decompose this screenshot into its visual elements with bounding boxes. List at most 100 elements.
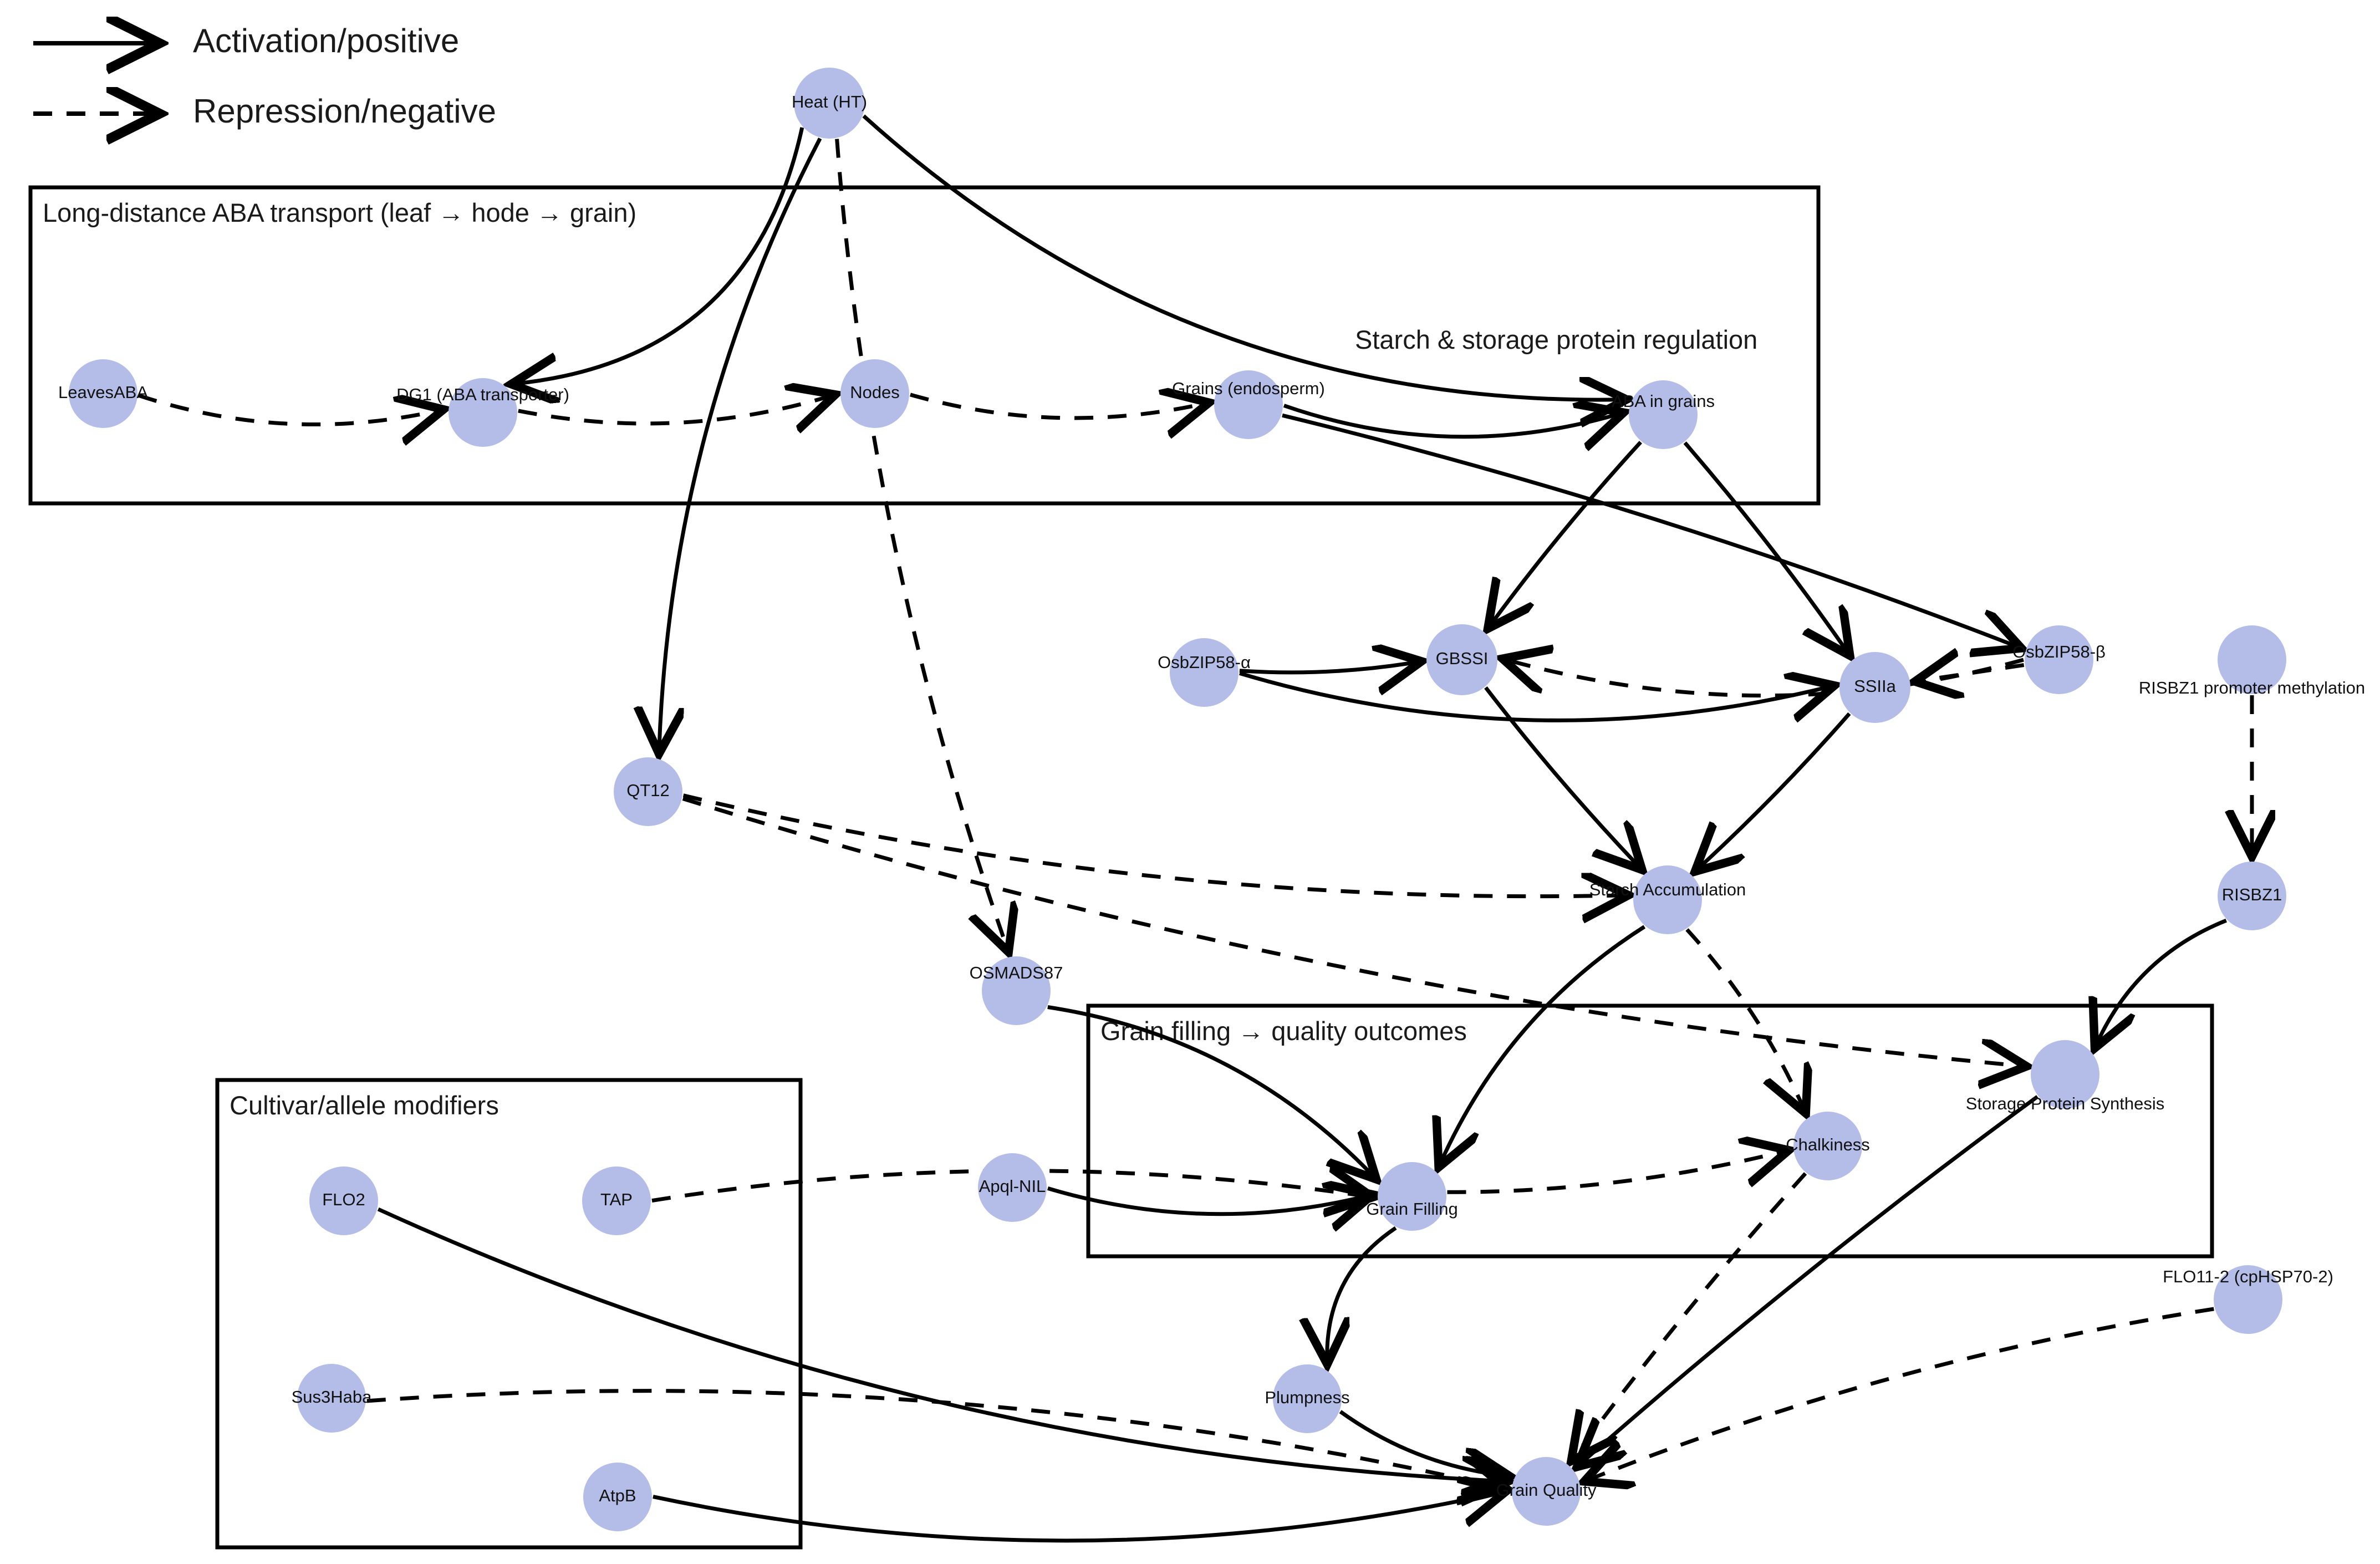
- node-sps[interactable]: Storage Protein Synthesis: [1966, 1040, 2164, 1113]
- node-shape[interactable]: [2218, 625, 2286, 694]
- node-shape[interactable]: [794, 68, 865, 139]
- node-gfill[interactable]: Grain Filling: [1366, 1162, 1458, 1231]
- group-box-label: Long-distance ABA transport (leaf → hode…: [43, 198, 636, 227]
- edge-flo112-to-gquality: [1588, 1307, 2214, 1480]
- node-shape[interactable]: [2025, 625, 2093, 694]
- edge-qt12-to-starch: [682, 793, 1625, 896]
- node-flo112[interactable]: FLO11-2 (cpHSP70-2): [2163, 1265, 2333, 1334]
- node-shape[interactable]: [1273, 1364, 1342, 1433]
- node-label: OSMADS87: [970, 963, 1063, 982]
- node-leaves[interactable]: LeavesABA: [58, 359, 148, 428]
- node-shape[interactable]: [583, 1463, 652, 1531]
- node-label: DG1 (ABA transporter): [396, 385, 569, 404]
- node-gbssi[interactable]: GBSSI: [1426, 624, 1497, 695]
- node-plump[interactable]: Plumpness: [1265, 1364, 1350, 1433]
- node-shape[interactable]: [1170, 638, 1239, 707]
- node-shape[interactable]: [297, 1364, 366, 1433]
- node-label: FLO11-2 (cpHSP70-2): [2163, 1267, 2333, 1286]
- node-label: Chalkiness: [1786, 1135, 1870, 1154]
- edge-sus3-to-gquality: [366, 1389, 1503, 1488]
- node-label: SSIIa: [1854, 676, 1897, 696]
- node-bzipA[interactable]: OsbZIP58-α: [1158, 638, 1251, 707]
- node-osmads87[interactable]: OSMADS87: [970, 956, 1063, 1025]
- node-label: Apql-NIL: [979, 1176, 1046, 1196]
- edge-bzipB-to-ssiia: [1919, 665, 2025, 681]
- node-shape[interactable]: [309, 1166, 378, 1235]
- node-shape[interactable]: [449, 378, 517, 447]
- node-shape[interactable]: [840, 359, 909, 428]
- group-box-outline: [215, 1078, 803, 1550]
- group-box-label: Cultivar/allele modifiers: [230, 1091, 499, 1120]
- node-abagrain[interactable]: ABA in grains: [1612, 380, 1715, 449]
- edge-apql-to-gfill: [1047, 1188, 1369, 1214]
- node-shape[interactable]: [982, 956, 1051, 1025]
- node-heat[interactable]: Heat (HT): [792, 68, 867, 139]
- node-shape[interactable]: [1512, 1457, 1581, 1526]
- node-label: Grains (endosperm): [1172, 379, 1325, 398]
- group-box-outline: [1086, 1003, 2214, 1259]
- node-label: Heat (HT): [792, 92, 867, 111]
- node-shape[interactable]: [2031, 1040, 2099, 1109]
- node-risbz1m[interactable]: RISBZ1 promoter methylation: [2139, 625, 2365, 697]
- node-grains[interactable]: Grains (endosperm): [1172, 370, 1325, 439]
- edge-qt12-to-sps: [682, 797, 2023, 1066]
- node-label: Grain Quality: [1496, 1480, 1597, 1500]
- node-label: OsbZIP58-β: [2012, 642, 2106, 661]
- node-label: QT12: [626, 781, 670, 800]
- node-shape[interactable]: [2214, 1265, 2282, 1334]
- node-gquality[interactable]: Grain Quality: [1496, 1457, 1597, 1526]
- edge-osmads87-to-gfill: [1047, 1005, 1374, 1177]
- edge-ssiia-to-starch: [1698, 712, 1851, 869]
- node-shape[interactable]: [582, 1166, 651, 1235]
- legend-label-activation: Activation/positive: [193, 22, 459, 59]
- edges-layer: [137, 114, 2252, 1543]
- node-risbz1[interactable]: RISBZ1: [2218, 862, 2286, 930]
- legend-item-activation: Activation/positive: [33, 22, 459, 59]
- node-shape[interactable]: [1629, 380, 1698, 449]
- node-shape[interactable]: [614, 757, 682, 826]
- node-tap[interactable]: TAP: [582, 1166, 651, 1235]
- node-apql[interactable]: Apql-NIL: [978, 1153, 1047, 1222]
- node-shape[interactable]: [1426, 624, 1497, 695]
- group-box-label: Grain filling → quality outcomes: [1100, 1016, 1467, 1046]
- edge-starch-to-gfill: [1440, 925, 1646, 1164]
- legend-label-repression: Repression/negative: [193, 93, 496, 130]
- node-label: Plumpness: [1265, 1388, 1349, 1407]
- edge-atpb-to-gquality: [653, 1492, 1503, 1543]
- edge-sps-to-gquality: [1580, 1095, 2039, 1464]
- nodes-layer: Heat (HT) LeavesABA DG1 (ABA transporter) N…: [58, 68, 2365, 1531]
- node-shape[interactable]: [2218, 862, 2286, 930]
- edge-chalk-to-gquality: [1573, 1172, 1807, 1458]
- node-shape[interactable]: [1633, 865, 1702, 934]
- node-shape[interactable]: [1378, 1162, 1446, 1231]
- node-label: Sus3Haba: [292, 1387, 373, 1407]
- edge-gfill-to-plump: [1327, 1226, 1397, 1361]
- node-ssiia[interactable]: SSIIa: [1839, 652, 1910, 723]
- node-shape[interactable]: [1214, 370, 1283, 439]
- node-starch[interactable]: Starch Accumulation: [1589, 865, 1746, 934]
- edge-abagrain-to-gbssi: [1490, 441, 1642, 626]
- node-qt12[interactable]: QT12: [614, 757, 682, 826]
- node-shape[interactable]: [1839, 652, 1910, 723]
- node-nodes[interactable]: Nodes: [840, 359, 909, 428]
- edge-bzipA-to-ssiia: [1239, 673, 1831, 720]
- node-shape[interactable]: [1793, 1112, 1862, 1180]
- edge-risbz1-to-sps: [2096, 918, 2227, 1045]
- node-shape[interactable]: [978, 1153, 1047, 1222]
- edge-grains-to-abagrain: [1283, 406, 1620, 437]
- node-chalk[interactable]: Chalkiness: [1786, 1112, 1870, 1180]
- section-labels-layer: Starch & storage protein regulation: [1355, 325, 1757, 354]
- node-bzipB[interactable]: OsbZIP58-β: [2012, 625, 2106, 694]
- node-label: Starch Accumulation: [1589, 880, 1746, 899]
- legend-item-repression: Repression/negative: [33, 93, 496, 130]
- node-label: LeavesABA: [58, 383, 148, 402]
- node-shape[interactable]: [69, 359, 137, 428]
- node-atpb[interactable]: AtpB: [583, 1463, 652, 1531]
- node-dg1[interactable]: DG1 (ABA transporter): [396, 378, 569, 447]
- node-flo2[interactable]: FLO2: [309, 1166, 378, 1235]
- edge-starch-to-chalk: [1685, 928, 1805, 1110]
- node-sus3[interactable]: Sus3Haba: [292, 1364, 373, 1433]
- edge-tap-to-gfill: [651, 1171, 1369, 1201]
- node-label: OsbZIP58-α: [1158, 653, 1251, 672]
